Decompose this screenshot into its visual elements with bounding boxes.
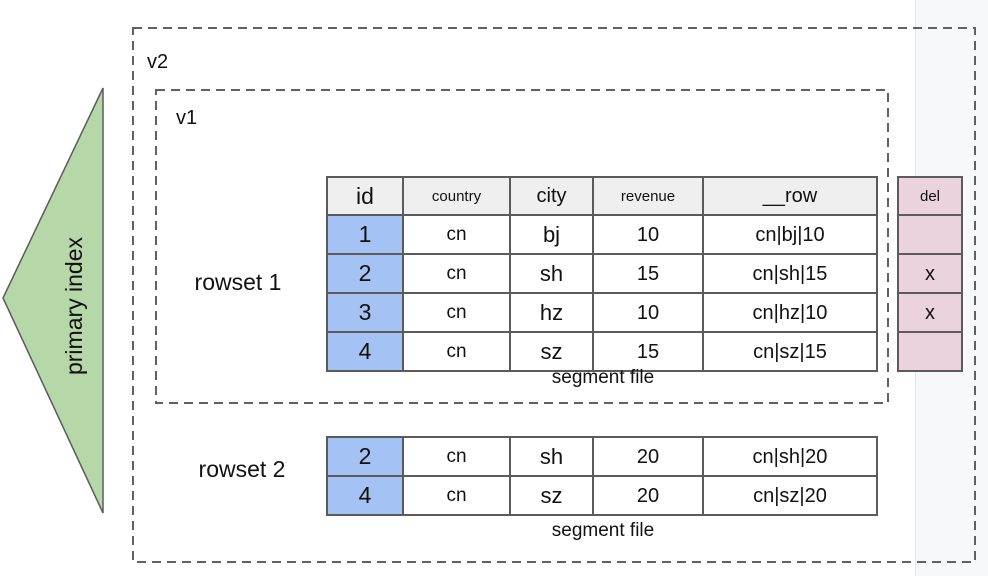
cell-id: 4 [326,331,404,372]
table-row: 3 cn hz 10 cn|hz|10 [326,292,878,333]
cell-revenue: 10 [592,292,704,333]
cell-city: hz [509,292,594,333]
table-row: 1 cn bj 10 cn|bj|10 [326,214,878,255]
del-flag-column: del x x [897,176,963,372]
cell-row: cn|sh|15 [702,253,878,294]
table-row: 4 cn sz 15 cn|sz|15 [326,331,878,372]
cell-country: cn [402,292,511,333]
cell-city: sh [509,436,594,477]
del-cell [897,214,963,255]
cell-revenue: 15 [592,331,704,372]
cell-id: 2 [326,253,404,294]
cell-id: 1 [326,214,404,255]
cell-country: cn [402,475,511,516]
rowset1-label: rowset 1 [194,269,282,295]
del-cell: x [897,292,963,333]
cell-revenue: 15 [592,253,704,294]
v2-label: v2 [147,51,169,73]
table-row: 2 cn sh 20 cn|sh|20 [326,436,878,477]
cell-row: cn|sz|20 [702,475,878,516]
primary-index-label: primary index [61,236,87,375]
cell-id: 2 [326,436,404,477]
col-header-city: city [509,176,594,216]
cell-row: cn|bj|10 [702,214,878,255]
table-row: 2 cn sh 15 cn|sh|15 [326,253,878,294]
table-row: 4 cn sz 20 cn|sz|20 [326,475,878,516]
header-row: id country city revenue __row [326,176,878,216]
cell-row: cn|sz|15 [702,331,878,372]
cell-country: cn [402,214,511,255]
col-header-row: __row [702,176,878,216]
cell-row: cn|hz|10 [702,292,878,333]
col-header-revenue: revenue [592,176,704,216]
cell-id: 4 [326,475,404,516]
col-header-country: country [402,176,511,216]
cell-city: sz [509,331,594,372]
del-header: del [897,176,963,216]
rowset1-table: id country city revenue __row 1 cn bj 10… [326,176,878,372]
v1-label: v1 [176,107,198,129]
v2-version-box [132,27,976,563]
segment-file-caption-2: segment file [551,520,655,541]
primary-index-triangle [2,87,104,514]
cell-id: 3 [326,292,404,333]
cell-city: sz [509,475,594,516]
cell-revenue: 10 [592,214,704,255]
cell-revenue: 20 [592,475,704,516]
cell-country: cn [402,253,511,294]
rowset2-label: rowset 2 [198,456,286,482]
v1-version-box [155,89,889,404]
rowset2-table: 2 cn sh 20 cn|sh|20 4 cn sz 20 cn|sz|20 [326,436,878,516]
cell-revenue: 20 [592,436,704,477]
cell-country: cn [402,436,511,477]
del-cell [897,331,963,372]
cell-row: cn|sh|20 [702,436,878,477]
del-cell: x [897,253,963,294]
cell-city: bj [509,214,594,255]
cell-country: cn [402,331,511,372]
segment-file-caption-1: segment file [551,367,655,388]
cell-city: sh [509,253,594,294]
col-header-id: id [326,176,404,216]
